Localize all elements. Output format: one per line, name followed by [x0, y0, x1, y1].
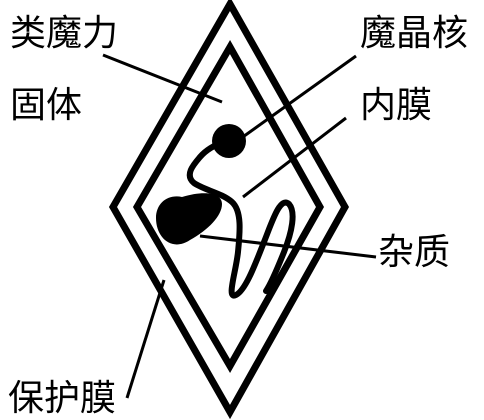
leader-line-core [239, 54, 357, 141]
label-quasi-magic-solid-line2: 固体 [10, 85, 82, 126]
label-impurities: 杂质 [378, 232, 450, 273]
inner-membrane-diamond [132, 39, 325, 374]
leader-line-inner-membrane [242, 116, 347, 199]
outer-membrane-diamond [108, 0, 350, 420]
magic-crystal-core-shape [212, 124, 246, 158]
label-quasi-magic-solid: 类魔力 固体 [10, 13, 129, 126]
label-protective-membrane: 保护膜 [8, 378, 116, 419]
leader-line-impurities [199, 234, 377, 259]
leader-line-quasi-solid [102, 53, 223, 104]
label-inner-membrane: 内膜 [360, 85, 432, 126]
label-quasi-magic-solid-line1: 类魔力 [10, 13, 118, 54]
impurity-blob [156, 193, 222, 245]
leader-line-protective-membrane [125, 279, 166, 399]
label-magic-crystal-core: 魔晶核 [360, 13, 468, 54]
squiggle-strand [186, 138, 296, 299]
